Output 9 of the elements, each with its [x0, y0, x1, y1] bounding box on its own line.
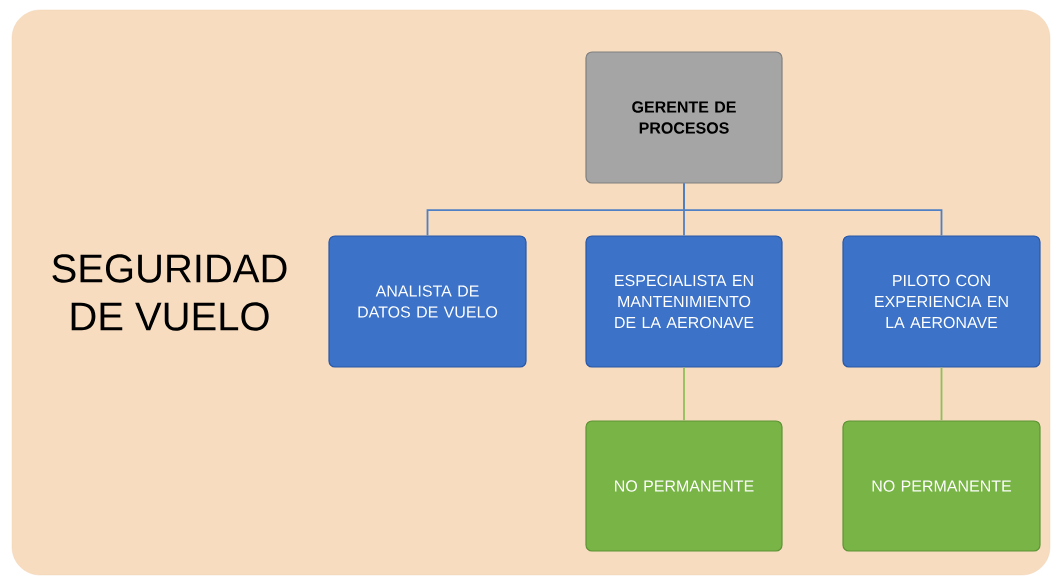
status-box: NO PERMANENTE	[842, 420, 1041, 552]
role-box: ANALISTA DE DATOS DE VUELO	[328, 235, 527, 368]
status-box: NO PERMANENTE	[585, 420, 783, 552]
connector-line	[683, 366, 685, 422]
connector-line	[940, 366, 943, 422]
role-box: PILOTO CON EXPERIENCIA EN LA AERONAVE	[842, 235, 1041, 368]
manager-box: GERENTE DE PROCESOS	[585, 51, 783, 184]
connector-line	[683, 182, 943, 237]
role-box: ESPECIALISTA EN MANTENIMIENTO DE LA AERONAVE	[585, 235, 783, 368]
